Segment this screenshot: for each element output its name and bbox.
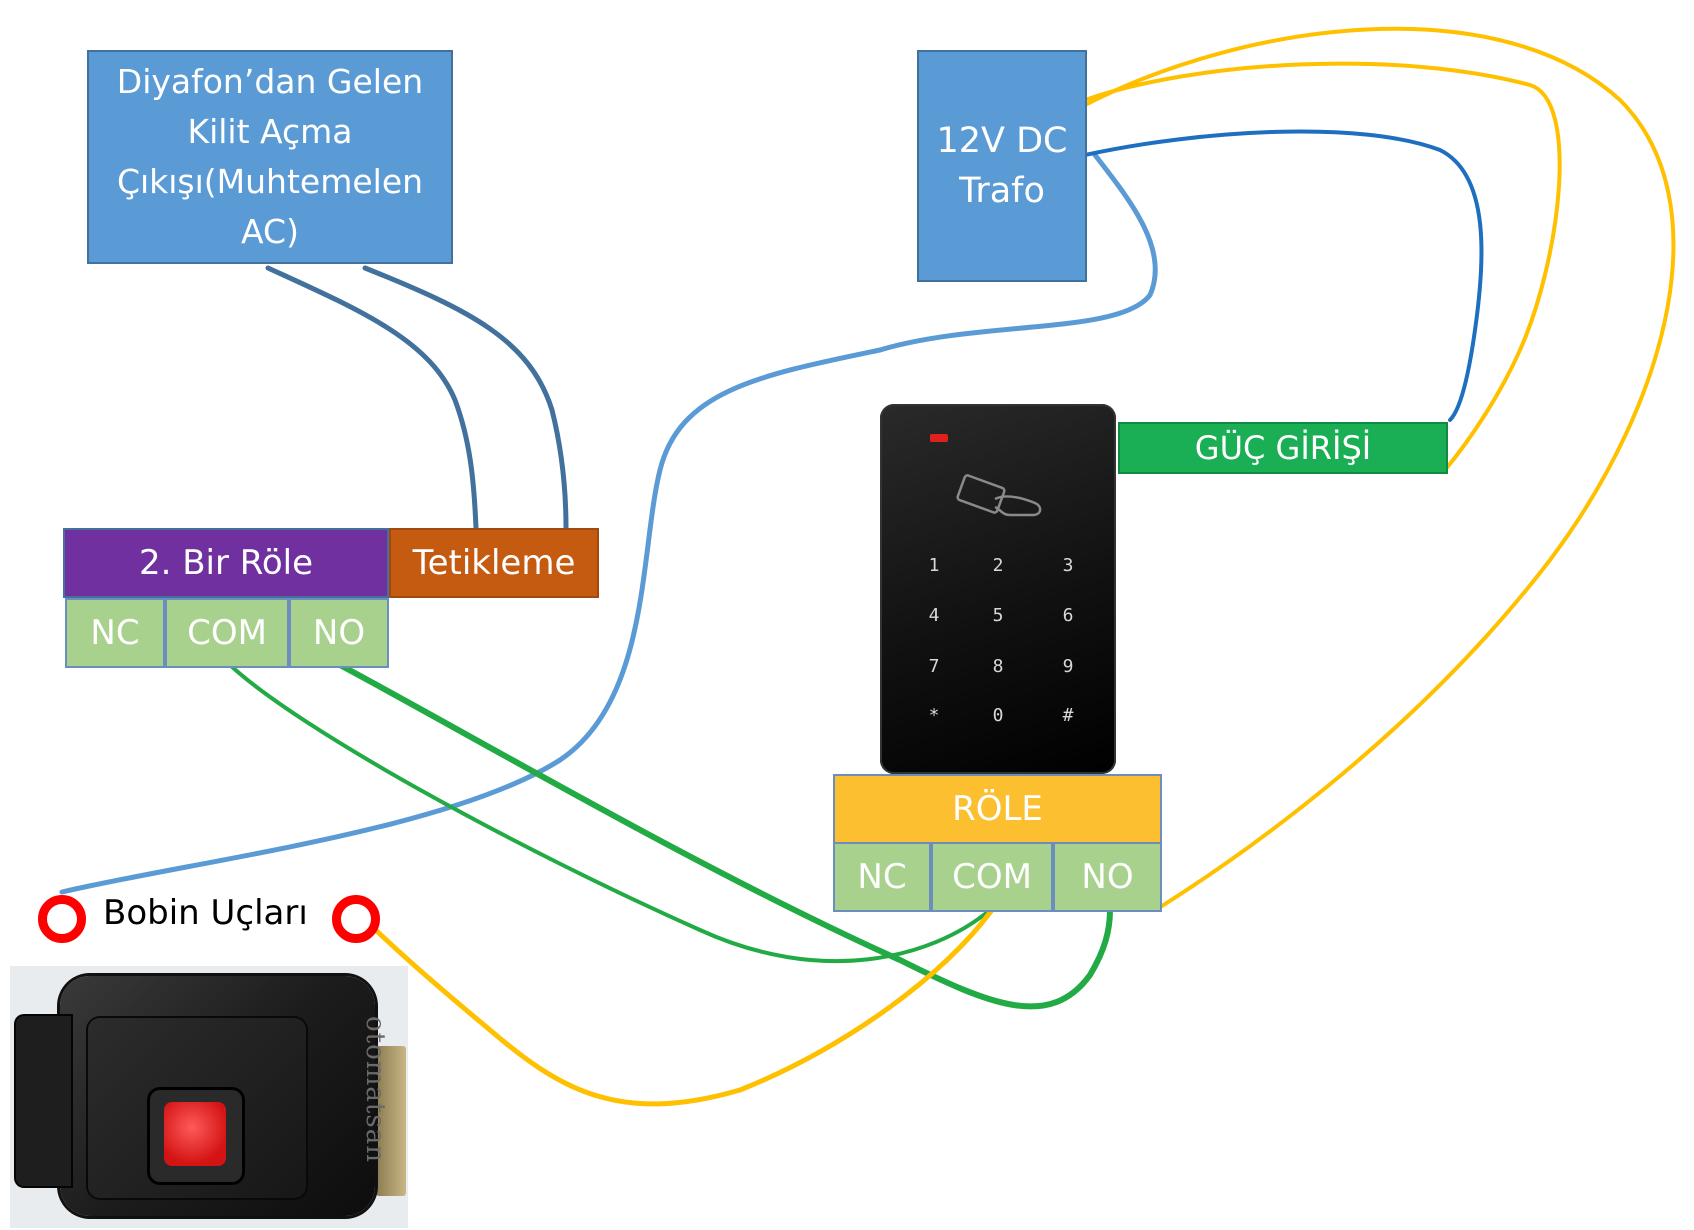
- lock-body: otomatsan: [60, 976, 390, 1216]
- key-9: 9: [1062, 656, 1074, 677]
- key-1: 1: [928, 555, 940, 576]
- key-hash: #: [1062, 705, 1074, 726]
- trigger-label: Tetikleme: [389, 528, 599, 598]
- lock-brand-text: otomatsan: [360, 1016, 390, 1163]
- relay2-title: 2. Bir Röle: [63, 528, 389, 598]
- lock-front-panel: [88, 1018, 306, 1198]
- relay-main-no: NO: [1053, 842, 1162, 912]
- relay-main-com: COM: [931, 842, 1053, 912]
- wire-relay2-com: [228, 663, 992, 964]
- transformer-box: 12V DC Trafo: [917, 50, 1087, 282]
- door-lock-image: otomatsan: [10, 966, 408, 1228]
- wire-relay2-no: [337, 662, 1113, 1010]
- wire-diyafon-1: [265, 265, 479, 531]
- wire-trafo-to-power: [1083, 129, 1484, 422]
- wire-trafo-to-coil: [59, 152, 1158, 895]
- wire-relay-com-to-coil: [347, 902, 995, 1107]
- status-led: [930, 434, 948, 442]
- rfid-keypad: 1 2 3 4 5 6 7 8 9 * 0 #: [880, 404, 1116, 774]
- key-3: 3: [1062, 555, 1074, 576]
- diyafon-line-3: Çıkışı(Muhtemelen: [116, 162, 424, 201]
- diyafon-line-4: AC): [241, 212, 299, 251]
- relay2-nc: NC: [65, 598, 165, 668]
- lock-release-button: [150, 1090, 242, 1182]
- relay2-no: NO: [289, 598, 389, 668]
- coil-terminal-right: [332, 895, 380, 943]
- diyafon-line-1: Diyafon’dan Gelen: [116, 62, 424, 101]
- key-7: 7: [928, 656, 940, 677]
- transformer-line-2: Trafo: [959, 171, 1045, 211]
- diyafon-output-box: Diyafon’dan Gelen Kilit Açma Çıkışı(Muht…: [87, 50, 453, 264]
- relay-main-nc: NC: [833, 842, 931, 912]
- power-input-label: GÜÇ GİRİŞİ: [1118, 422, 1448, 474]
- transformer-line-1: 12V DC: [936, 121, 1068, 161]
- key-4: 4: [928, 605, 940, 626]
- relay-main-title: RÖLE: [833, 774, 1162, 844]
- relay2-com: COM: [165, 598, 289, 668]
- key-5: 5: [992, 605, 1004, 626]
- lock-red-button: [164, 1102, 226, 1166]
- rfid-card-icon: [956, 474, 1042, 517]
- wire-trafo-to-relay-no: [1083, 26, 1676, 908]
- lock-latch-tab: [16, 1016, 71, 1186]
- key-star: *: [928, 705, 940, 726]
- lock-strike-plate: [376, 1046, 406, 1196]
- coil-terminal-left: [38, 895, 86, 943]
- key-2: 2: [992, 555, 1004, 576]
- wire-diyafon-2: [362, 265, 569, 531]
- key-8: 8: [992, 656, 1004, 677]
- coil-label: Bobin Uçları: [103, 893, 308, 933]
- key-6: 6: [1062, 605, 1074, 626]
- key-0: 0: [992, 705, 1004, 726]
- diyafon-line-2: Kilit Açma: [187, 112, 353, 151]
- wire-trafo-to-power-yellow: [1083, 61, 1562, 472]
